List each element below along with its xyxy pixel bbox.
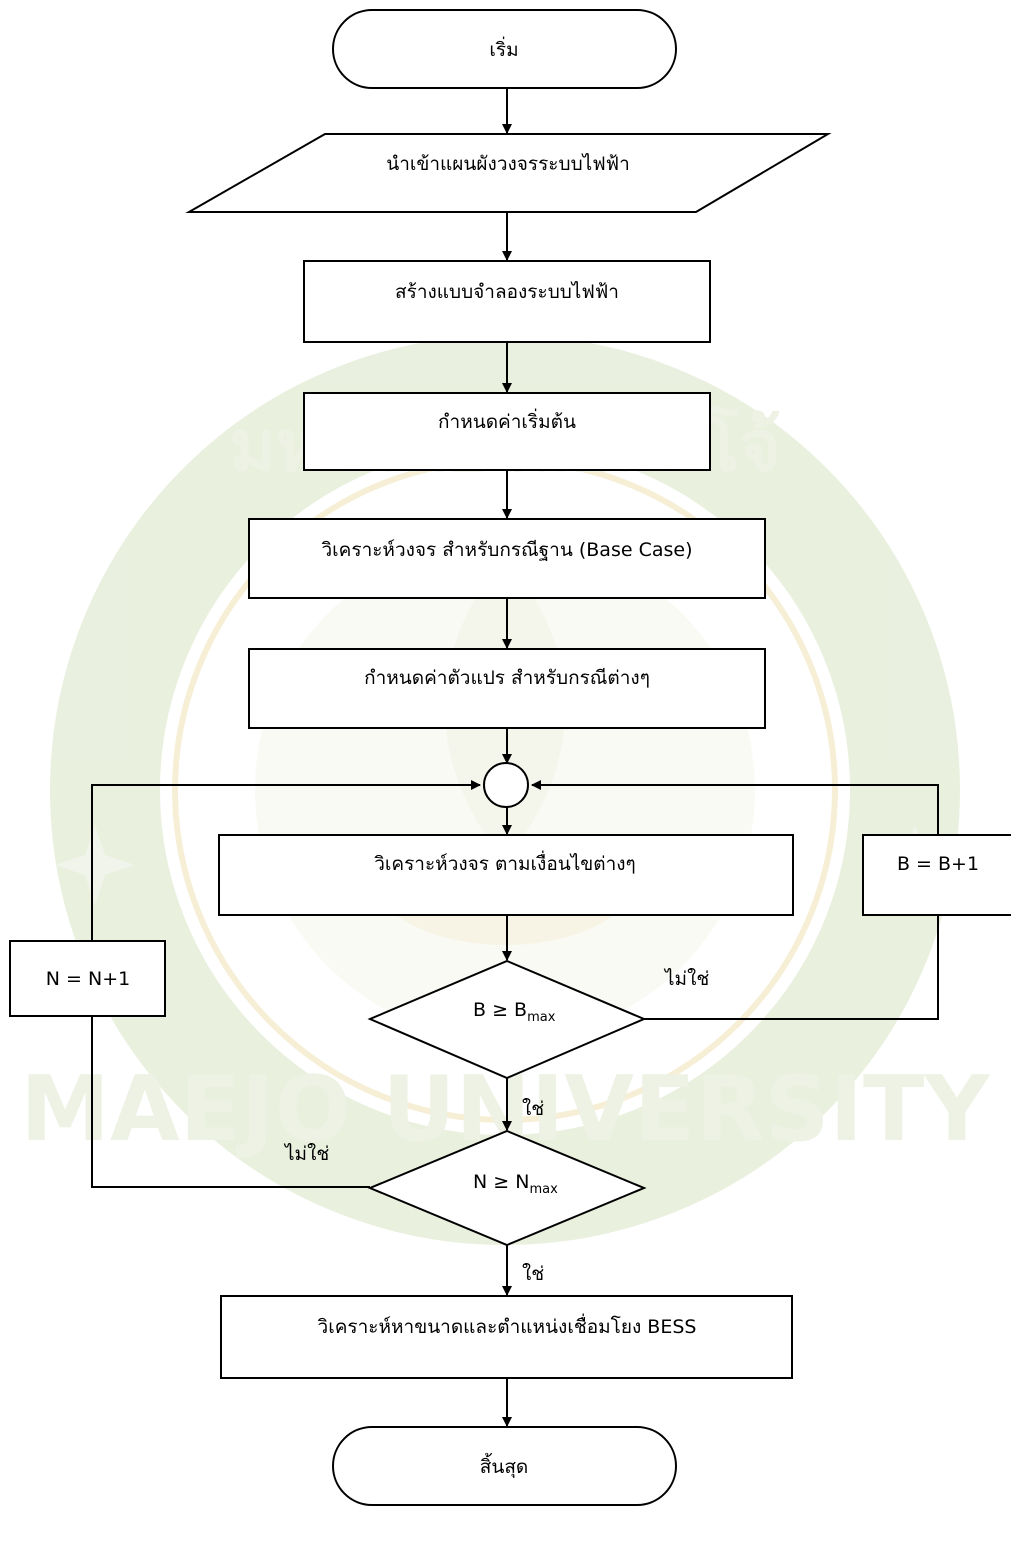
decision-n-label: N ≥ Nmax	[473, 1171, 558, 1197]
base-case-process: วิเคราะห์วงจร สำหรับกรณีฐาน (Base Case)	[248, 518, 766, 599]
analyze-process: วิเคราะห์วงจร ตามเงื่อนไขต่างๆ	[218, 834, 794, 916]
init-process: กำหนดค่าเริ่มต้น	[303, 392, 711, 471]
connectors	[91, 88, 939, 1427]
decision-b-no-label: ไม่ใช่	[663, 968, 709, 990]
arrow-n-increment-to-junction	[91, 780, 481, 940]
size-location-label: วิเคราะห์หาขนาดและตำแหน่งเชื่อมโยง BESS	[317, 1313, 696, 1338]
size-location-process: วิเคราะห์หาขนาดและตำแหน่งเชื่อมโยง BESS	[220, 1295, 793, 1379]
init-label: กำหนดค่าเริ่มต้น	[438, 408, 576, 433]
decision-b: B ≥ Bmax	[367, 959, 647, 1080]
decision-b-yes-label: ใช่	[522, 1098, 544, 1120]
line-decision-b-no	[644, 915, 939, 1020]
n-increment-label: N = N+1	[46, 968, 130, 990]
b-increment-process: B = B+1	[862, 834, 1011, 916]
set-vars-label: กำหนดค่าตัวแปร สำหรับกรณีต่างๆ	[364, 667, 650, 689]
decision-n-yes-label: ใช่	[522, 1263, 544, 1285]
model-label: สร้างแบบจำลองระบบไฟฟ้า	[395, 281, 619, 303]
n-increment-process: N = N+1	[9, 940, 166, 1017]
set-vars-process: กำหนดค่าตัวแปร สำหรับกรณีต่างๆ	[248, 648, 766, 729]
decision-b-label: B ≥ Bmax	[473, 999, 556, 1025]
start-label: เริ่ม	[489, 36, 518, 61]
end-terminator: สิ้นสุด	[332, 1426, 677, 1506]
base-case-label: วิเคราะห์วงจร สำหรับกรณีฐาน (Base Case)	[321, 539, 692, 561]
import-input: นำเข้าแผนผังวงจรระบบไฟฟ้า	[185, 133, 832, 213]
b-increment-label: B = B+1	[897, 853, 979, 875]
watermark-star-left-icon	[55, 825, 135, 905]
decision-n-no-label: ไม่ใช่	[283, 1143, 329, 1165]
analyze-label: วิเคราะห์วงจร ตามเงื่อนไขต่างๆ	[374, 850, 636, 875]
arrow-b-increment-to-junction	[531, 780, 939, 835]
loop-junction	[483, 762, 529, 808]
model-process: สร้างแบบจำลองระบบไฟฟ้า	[303, 260, 711, 343]
decision-n: N ≥ Nmax	[367, 1129, 647, 1247]
line-decision-n-no	[91, 1016, 370, 1188]
end-label: สิ้นสุด	[480, 1453, 529, 1479]
import-label: นำเข้าแผนผังวงจรระบบไฟฟ้า	[386, 153, 630, 175]
start-terminator: เริ่ม	[332, 9, 677, 89]
